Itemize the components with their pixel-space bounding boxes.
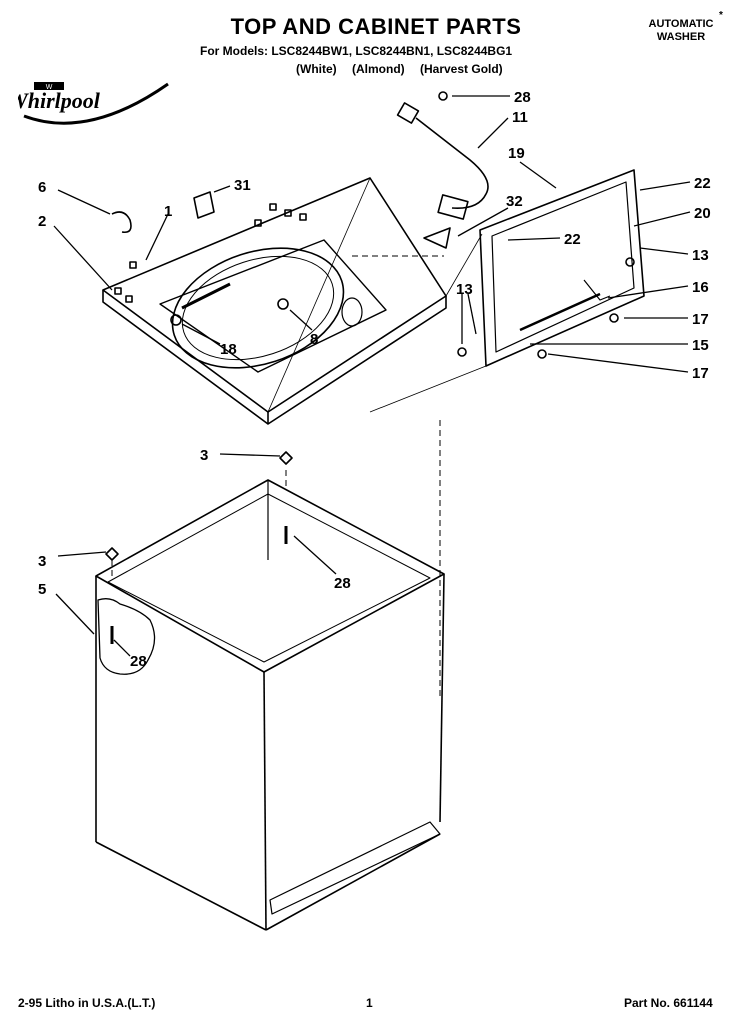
callout-17: 17 — [692, 311, 709, 328]
callout-18: 18 — [220, 341, 237, 358]
part-17-lower — [537, 349, 547, 359]
logo-badge-bg — [34, 82, 64, 90]
logo-swoosh — [23, 82, 169, 125]
screw-13-lower — [457, 347, 467, 357]
product-type-line2: WASHER — [656, 31, 706, 43]
callout-13: 13 — [456, 281, 473, 298]
color-variants: (White) (Almond) (Harvest Gold) — [296, 62, 515, 76]
callout-11: 11 — [512, 109, 528, 126]
screw-8 — [277, 298, 289, 310]
callout-32: 32 — [506, 193, 523, 210]
clip-3-lower — [105, 547, 119, 561]
leader-lines — [53, 95, 691, 657]
color-almond: (Almond) — [352, 62, 405, 76]
product-type-line1: AUTOMATIC — [648, 18, 714, 30]
callout-31: 31 — [234, 177, 251, 194]
callout-labels: 28 11 19 22 20 32 22 13 16 13 17 15 17 6… — [38, 89, 711, 670]
callout-28: 28 — [130, 653, 147, 670]
screw-13-upper — [625, 257, 635, 267]
callout-28: 28 — [514, 89, 531, 106]
console-base-line — [369, 365, 487, 413]
console-panel — [479, 169, 645, 367]
callout-2: 2 — [38, 213, 46, 230]
footer-page-number: 1 — [366, 996, 373, 1010]
callout-16: 16 — [692, 279, 709, 296]
wire-harness — [396, 102, 489, 220]
callout-8: 8 — [310, 331, 318, 348]
callout-3: 3 — [38, 553, 46, 570]
callout-5: 5 — [38, 581, 46, 598]
part-6 — [111, 211, 132, 234]
callout-22: 22 — [694, 175, 711, 192]
callout-6: 6 — [38, 179, 46, 196]
console-tie-line — [445, 233, 483, 297]
callout-20: 20 — [694, 205, 711, 222]
logo-badge: W — [46, 84, 53, 91]
callout-28: 28 — [334, 575, 351, 592]
screw-28-top — [438, 91, 448, 101]
part-32 — [423, 227, 451, 249]
callout-22: 22 — [564, 231, 581, 248]
callout-15: 15 — [692, 337, 709, 354]
cabinet-body — [95, 479, 445, 931]
assembly-lines — [111, 255, 444, 700]
footer-part-number: Part No. 661144 — [624, 996, 713, 1010]
clip-3-upper — [279, 451, 293, 465]
washer-top-panel — [102, 177, 447, 425]
page-title: TOP AND CABINET PARTS — [230, 14, 522, 39]
callout-1: 1 — [164, 203, 172, 220]
callout-3: 3 — [200, 447, 208, 464]
callout-13: 13 — [692, 247, 709, 264]
part-17-upper — [609, 313, 619, 323]
footer-litho: 2-95 Litho in U.S.A.(L.T.) — [18, 996, 156, 1010]
models-line: For Models: LSC8244BW1, LSC8244BN1, LSC8… — [200, 44, 513, 58]
panel-tie-line — [267, 177, 371, 413]
part-31 — [193, 191, 215, 219]
product-type: AUTOMATIC WASHER — [638, 18, 724, 44]
color-white: (White) — [296, 62, 337, 76]
callout-17: 17 — [692, 365, 709, 382]
color-harvest-gold: (Harvest Gold) — [420, 62, 503, 76]
corner-mark: * — [719, 10, 723, 21]
callout-19: 19 — [508, 145, 525, 162]
